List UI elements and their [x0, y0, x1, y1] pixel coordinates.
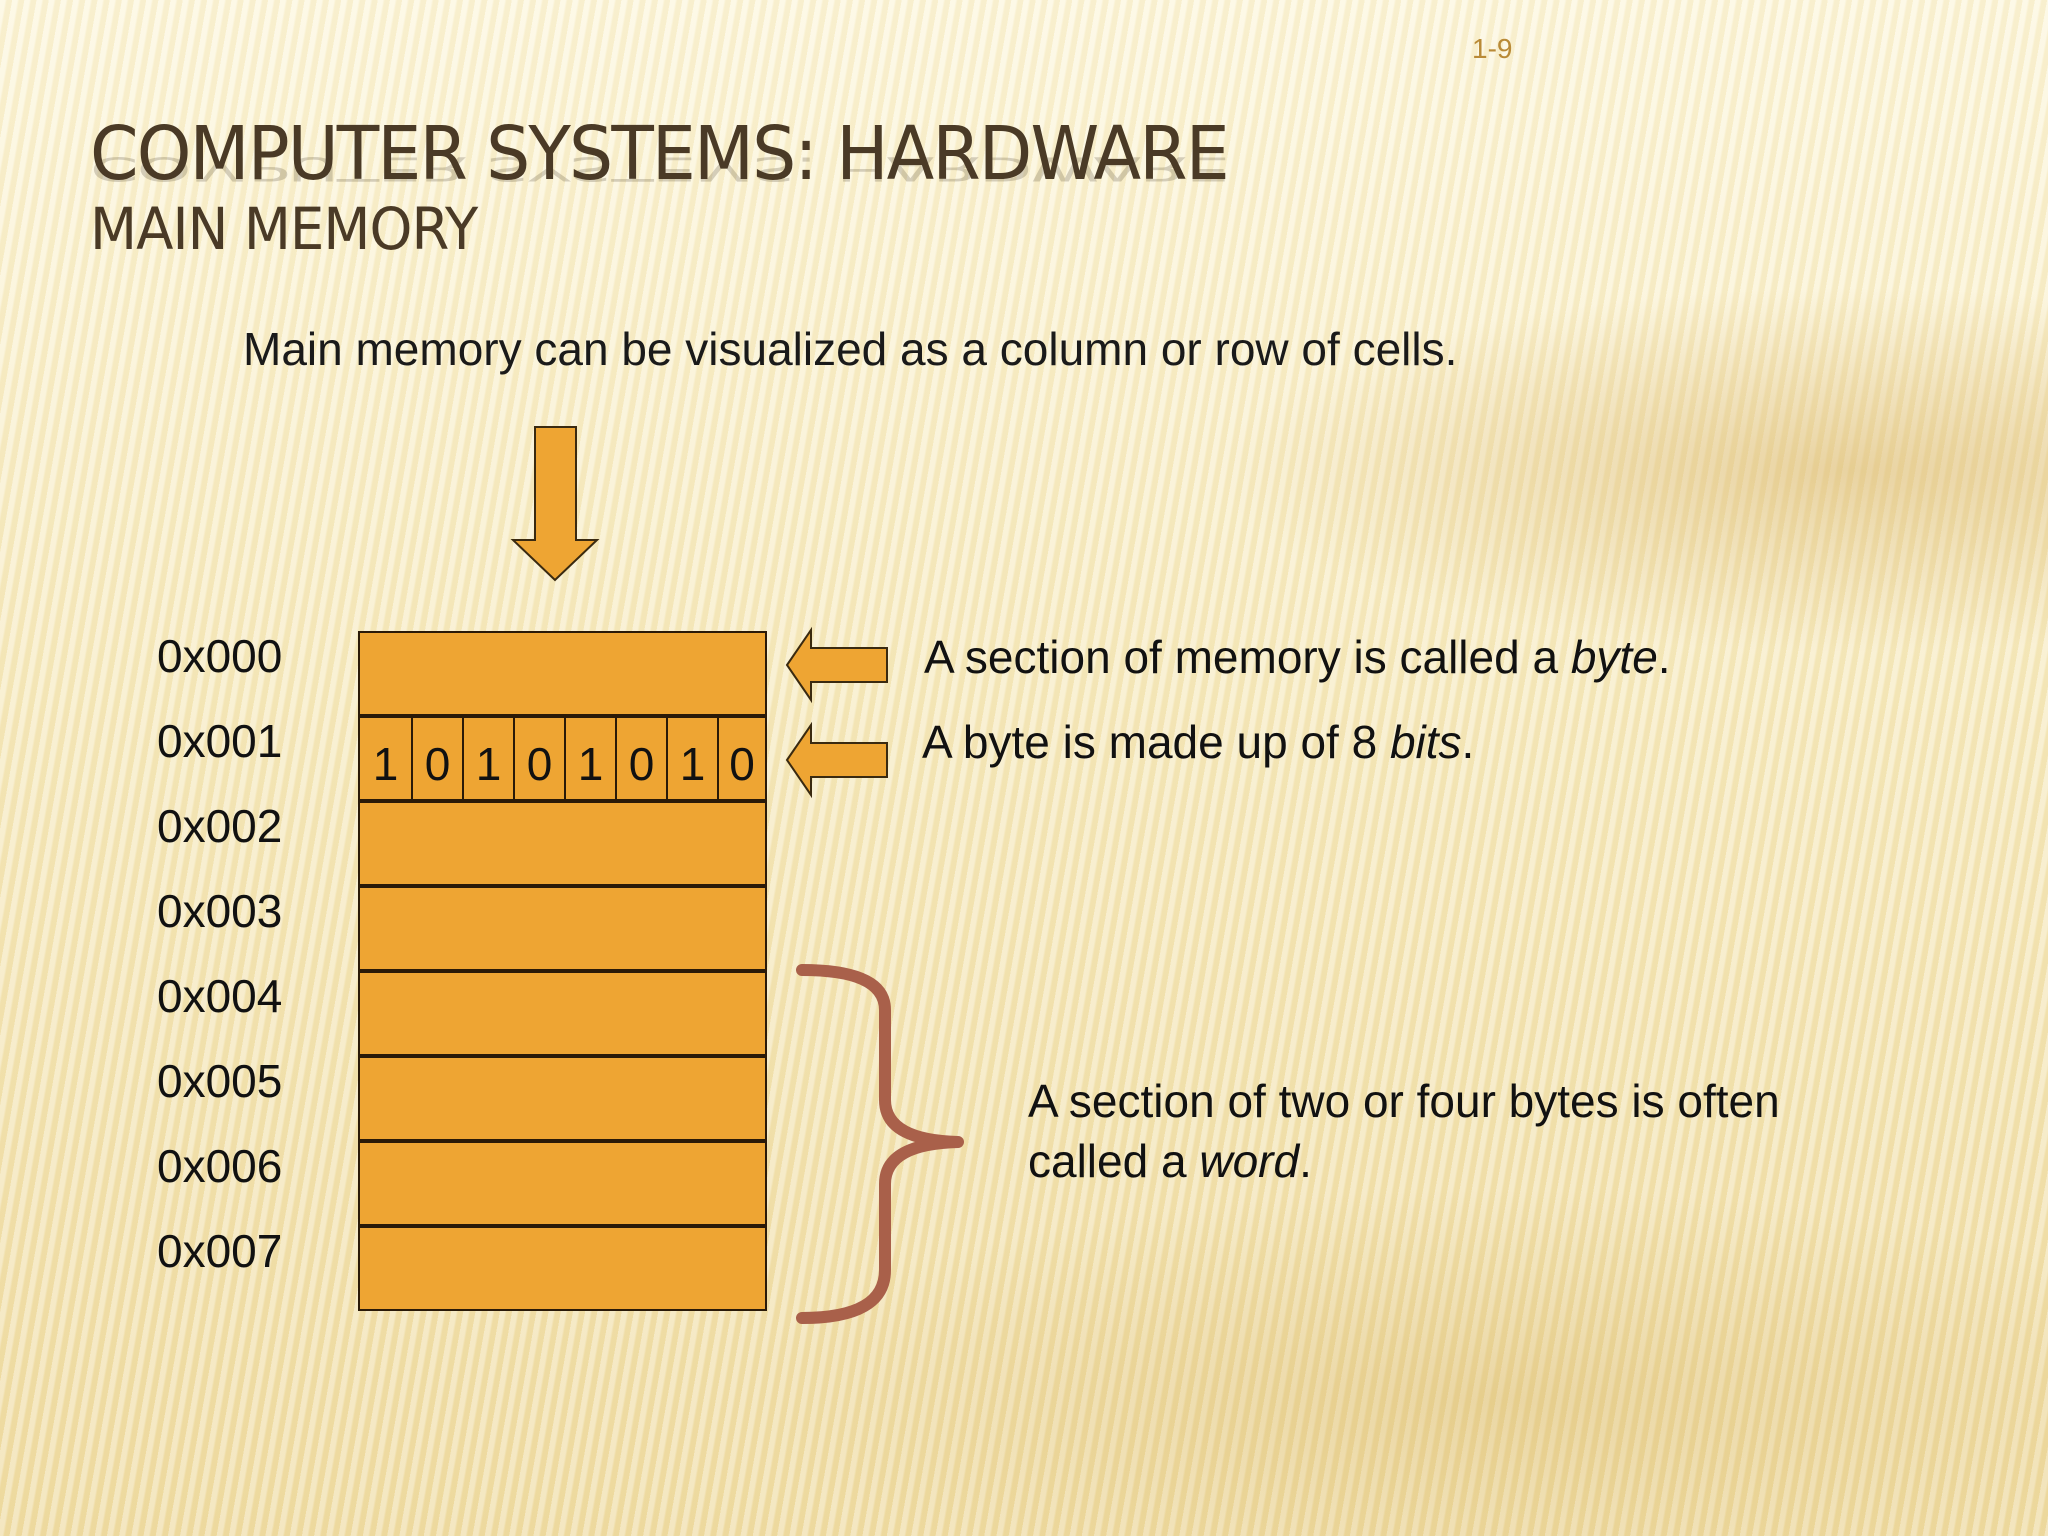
- bits-term: bits: [1389, 716, 1462, 768]
- memory-cell: [358, 971, 767, 1056]
- byte-term: byte: [1570, 631, 1658, 683]
- word-note-line-1: A section of two or four bytes is often: [1028, 1075, 1780, 1127]
- bit-cell: 0: [411, 718, 462, 803]
- bits-note-text: A byte is made up of 8: [922, 716, 1390, 768]
- memory-cell: [358, 886, 767, 971]
- memory-cell: [358, 631, 767, 716]
- memory-address: 0x006: [157, 1140, 283, 1192]
- bit-cell: 0: [615, 718, 666, 803]
- down-arrow-icon: [510, 426, 600, 582]
- bit-cell: 1: [564, 718, 615, 803]
- word-note: A section of two or four bytes is often …: [1028, 1071, 1780, 1191]
- memory-cell-bits: [358, 716, 767, 801]
- memory-address: 0x003: [157, 885, 283, 937]
- word-note-end: .: [1299, 1135, 1312, 1187]
- word-note-text: called a: [1028, 1135, 1200, 1187]
- bit-cell: 1: [372, 738, 399, 790]
- memory-address: 0x005: [157, 1055, 283, 1107]
- byte-note-end: .: [1657, 631, 1671, 683]
- bit-cell: 1: [666, 718, 717, 803]
- title-block: COMPUTER SYSTEMS: HARDWARE MAIN MEMORY: [90, 112, 1300, 262]
- slide-title: COMPUTER SYSTEMS: HARDWARE: [90, 111, 1230, 197]
- memory-address: 0x004: [157, 970, 283, 1022]
- memory-cell: [358, 1056, 767, 1141]
- byte-note-text: A section of memory is called a: [924, 631, 1571, 683]
- brace-icon: [796, 964, 964, 1324]
- word-note-line-2: called a word.: [1028, 1131, 1780, 1191]
- word-term: word: [1199, 1135, 1300, 1187]
- memory-address: 0x000: [157, 630, 283, 682]
- bits-note-end: .: [1461, 716, 1475, 768]
- memory-cell: [358, 1141, 767, 1226]
- memory-address: 0x001: [157, 715, 283, 767]
- memory-address: 0x002: [157, 800, 283, 852]
- bit-cell: 0: [717, 718, 765, 803]
- left-arrow-byte-icon: [785, 626, 888, 704]
- bit-cell: 1: [462, 718, 513, 803]
- memory-address: 0x007: [157, 1225, 283, 1277]
- memory-cell: [358, 801, 767, 886]
- byte-note: A section of memory is called a byte.: [924, 627, 1671, 687]
- intro-text: Main memory can be visualized as a colum…: [243, 323, 1458, 375]
- bits-note: A byte is made up of 8 bits.: [922, 712, 1474, 772]
- memory-cell: [358, 1226, 767, 1311]
- slide-subtitle: MAIN MEMORY: [90, 195, 478, 263]
- page-number: 1-9: [1472, 33, 1513, 64]
- bit-cell: 0: [513, 718, 564, 803]
- left-arrow-bits-icon: [785, 721, 888, 799]
